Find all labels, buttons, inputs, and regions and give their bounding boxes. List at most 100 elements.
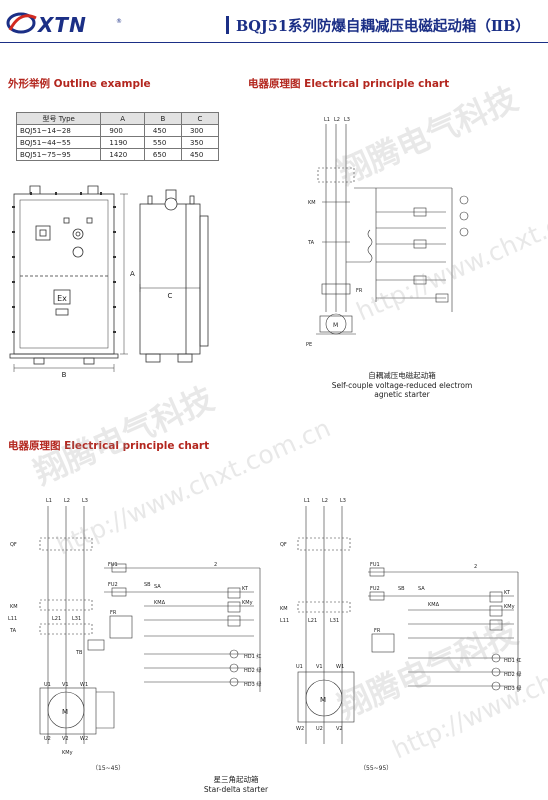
top-caption-en-1: Self-couple voltage-reduced electrom <box>331 381 473 390</box>
watermark-cn: 翔腾电气科技 <box>28 379 220 493</box>
bl-kt: KT <box>242 586 249 592</box>
bottom-right-schematic: L1 L2 L3 QF FU1 FU2 SB SA 2 KM L11 L21 L… <box>280 498 521 772</box>
br-kmy: KMy <box>504 604 515 610</box>
br-l31: L31 <box>330 618 339 624</box>
bl-sa: SA <box>154 584 161 590</box>
outline-drawing: B A C Ex <box>9 185 209 379</box>
br-fr: FR <box>374 628 381 634</box>
cell: 900 <box>100 124 145 137</box>
ta-label: TA <box>307 240 315 246</box>
cell: 1190 <box>100 136 145 149</box>
br-v2: V2 <box>336 726 343 732</box>
bl-kmy-bottom: KMy <box>62 750 73 756</box>
br-l11: L11 <box>280 618 289 624</box>
logo-swirl-icon <box>6 12 37 34</box>
col-type: 型号 Type <box>15 112 102 125</box>
bl-l31: L31 <box>72 616 81 622</box>
bl-l3: L3 <box>82 498 88 504</box>
bl-fu2: FU2 <box>108 582 118 588</box>
bl-hd3: HD3 绿 <box>244 681 261 688</box>
br-motor: M <box>320 696 326 704</box>
logo-text: XTN <box>38 13 87 37</box>
br-l3: L3 <box>340 498 346 504</box>
br-l2: L2 <box>322 498 328 504</box>
cell: BQJ51~44~55 <box>15 136 102 149</box>
chart-top-section-title: 电器原理图 Electrical principle chart <box>248 78 450 90</box>
br-w2: W2 <box>296 726 304 732</box>
fr-label: FR <box>356 288 363 294</box>
xtn-logo: XTN ® <box>6 10 122 37</box>
bl-kma: KMΔ <box>154 600 166 606</box>
br-u2: U2 <box>316 726 323 732</box>
br-v1: V1 <box>316 664 323 670</box>
bl-hd2: HD2 绿 <box>244 667 261 674</box>
col-b: B <box>143 112 182 125</box>
br-l1: L1 <box>304 498 310 504</box>
table-row: BQJ51~75~95 1420 650 450 <box>15 148 220 161</box>
cell: BQJ51~75~95 <box>15 148 102 161</box>
br-km: KM <box>280 606 288 612</box>
bl-ta: TA <box>9 628 17 634</box>
cell: BQJ51~14~28 <box>15 124 102 137</box>
l3-label: L3 <box>344 117 350 123</box>
top-schematic: L1 L2 L3 M FR KM TA PE <box>306 117 469 348</box>
outline-section-title: 外形举例 Outline example <box>8 78 151 90</box>
pe-label: PE <box>306 342 312 348</box>
table-row: BQJ51~14~28 900 450 300 <box>15 124 220 137</box>
br-l21: L21 <box>308 618 317 624</box>
cell: 450 <box>180 148 220 161</box>
br-sb: SB <box>398 586 405 592</box>
header-rule <box>0 42 548 43</box>
br-fu1: FU1 <box>370 562 380 568</box>
page-header: XTN ® BQJ51系列防爆自耦减压电磁起动箱（ⅡB） <box>0 0 548 48</box>
br-w1: W1 <box>336 664 344 670</box>
cell: 350 <box>180 136 220 149</box>
l1-label: L1 <box>324 117 330 123</box>
bl-w2: W2 <box>80 736 88 742</box>
bl-l21: L21 <box>52 616 61 622</box>
br-kma: KMΔ <box>428 602 440 608</box>
bl-qf: QF <box>10 542 17 548</box>
title-accent-bar <box>226 16 229 34</box>
br-fu2: FU2 <box>370 586 380 592</box>
dim-c-label: C <box>168 292 173 300</box>
range-right-label: （55~95） <box>360 765 392 772</box>
bottom-left-schematic: L1 L2 L3 QF FU1 FU2 SB SA 2 KM KMΔ KT KM… <box>8 498 261 772</box>
l2-label: L2 <box>334 117 340 123</box>
col-a: A <box>100 112 145 125</box>
bl-sb: SB <box>144 582 151 588</box>
br-kt: KT <box>504 590 511 596</box>
bottom-caption: 星三角起动箱 Star-delta starter <box>196 774 276 794</box>
bottom-caption-en: Star-delta starter <box>203 785 269 794</box>
dimensions-table: 型号 Type A B C BQJ51~14~28 900 450 300 BQ… <box>15 112 220 161</box>
cell: 450 <box>143 124 182 137</box>
br-two: 2 <box>474 564 477 570</box>
km-label: KM <box>308 200 316 206</box>
bl-l11: L11 <box>8 616 17 622</box>
page-title: BQJ51系列防爆自耦减压电磁起动箱（ⅡB） <box>236 18 530 35</box>
bl-fr: FR <box>110 610 117 616</box>
table-header-row: 型号 Type A B C <box>15 112 220 125</box>
bl-v1: V1 <box>62 682 69 688</box>
table-row: BQJ51~44~55 1190 550 350 <box>15 136 220 149</box>
chart-bottom-section-title: 电器原理图 Electrical principle chart <box>8 440 210 452</box>
bl-l2: L2 <box>64 498 70 504</box>
bl-km: KM <box>10 604 18 610</box>
registered-mark: ® <box>116 18 122 25</box>
cell: 1420 <box>100 148 145 161</box>
dim-b-label: B <box>62 371 67 379</box>
col-c: C <box>180 112 220 125</box>
br-hd1: HD1 红 <box>504 657 521 664</box>
top-caption-en-2: agnetic starter <box>374 390 430 399</box>
ex-mark: Ex <box>57 294 67 303</box>
bl-w1: W1 <box>80 682 88 688</box>
top-caption: 自耦减压电磁起动箱 Self-couple voltage-reduced el… <box>322 370 482 399</box>
br-qf: QF <box>280 542 287 548</box>
top-caption-cn: 自耦减压电磁起动箱 <box>368 371 436 380</box>
cell: 650 <box>143 148 182 161</box>
br-hd3: HD3 绿 <box>504 685 521 692</box>
range-left-label: （15~45） <box>92 765 124 772</box>
bl-v2: V2 <box>62 736 69 742</box>
cell: 300 <box>180 124 220 137</box>
bl-hd1: HD1 红 <box>244 653 261 660</box>
